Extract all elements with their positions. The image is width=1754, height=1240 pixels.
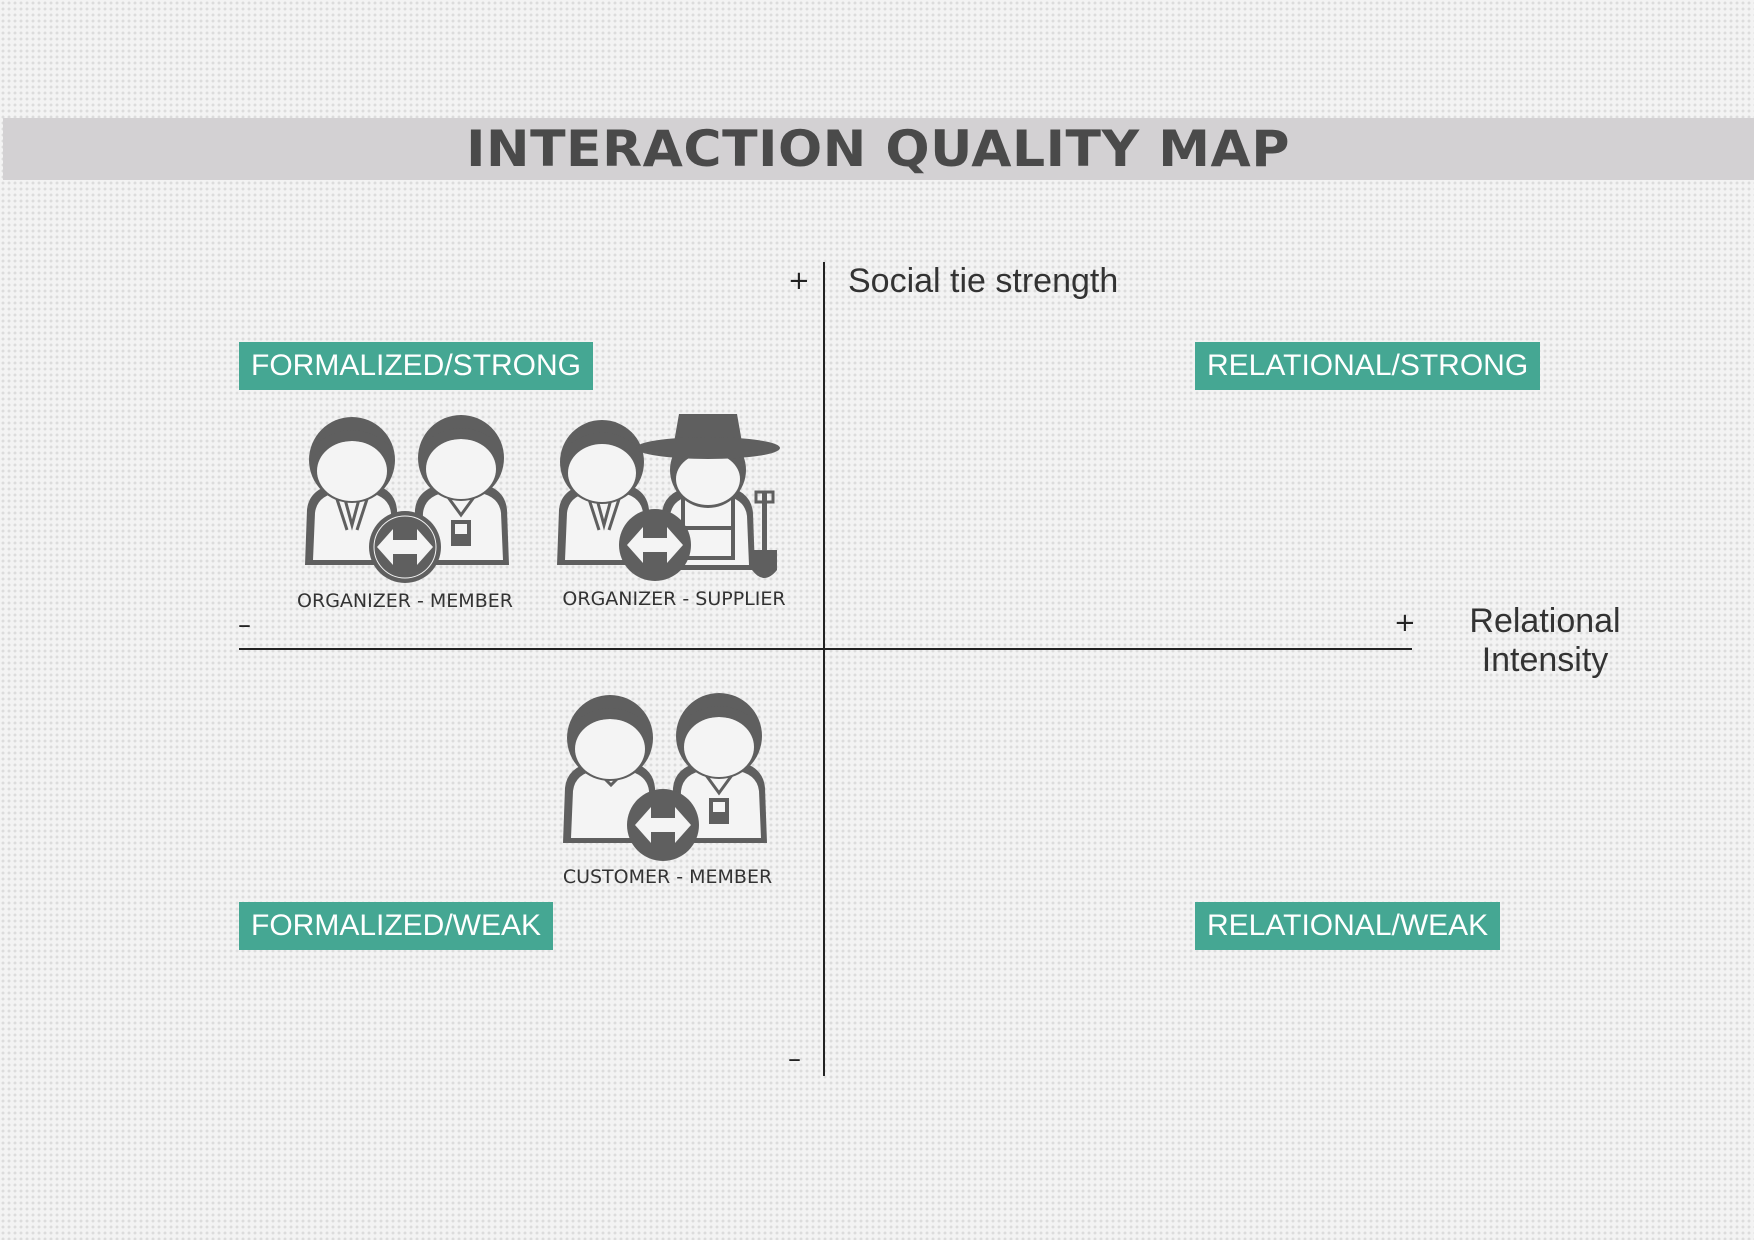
page-title: INTERACTION QUALITY MAP xyxy=(466,120,1291,178)
quadrant-relational-strong: RELATIONAL/STRONG xyxy=(1195,342,1541,390)
x-axis-line xyxy=(239,648,1412,650)
x-axis-label: Relational Intensity xyxy=(1455,602,1635,680)
organizer-member-icon xyxy=(305,415,509,583)
x-axis-label-line2: Intensity xyxy=(1481,641,1609,680)
quadrant-relational-weak: RELATIONAL/WEAK xyxy=(1195,902,1501,950)
y-axis-line xyxy=(823,262,825,1076)
pair-label-organizer-member: ORGANIZER - MEMBER xyxy=(297,590,513,612)
y-axis-plus: + xyxy=(788,266,810,296)
title-bar: INTERACTION QUALITY MAP xyxy=(3,118,1754,180)
pair-label-customer-member: CUSTOMER - MEMBER xyxy=(562,866,773,888)
x-axis-plus: + xyxy=(1394,608,1416,638)
organizer-supplier-icon xyxy=(557,414,780,581)
y-axis-label: Social tie strength xyxy=(848,262,1119,300)
pair-label-organizer-supplier: ORGANIZER - SUPPLIER xyxy=(562,588,786,610)
x-axis-minus: – xyxy=(238,610,251,640)
quadrant-formalized-weak: FORMALIZED/WEAK xyxy=(239,902,554,950)
y-axis-minus: – xyxy=(788,1044,801,1074)
x-axis-label-line1: Relational xyxy=(1469,602,1621,640)
quadrant-formalized-strong: FORMALIZED/STRONG xyxy=(239,342,594,390)
customer-member-icon xyxy=(563,693,767,861)
